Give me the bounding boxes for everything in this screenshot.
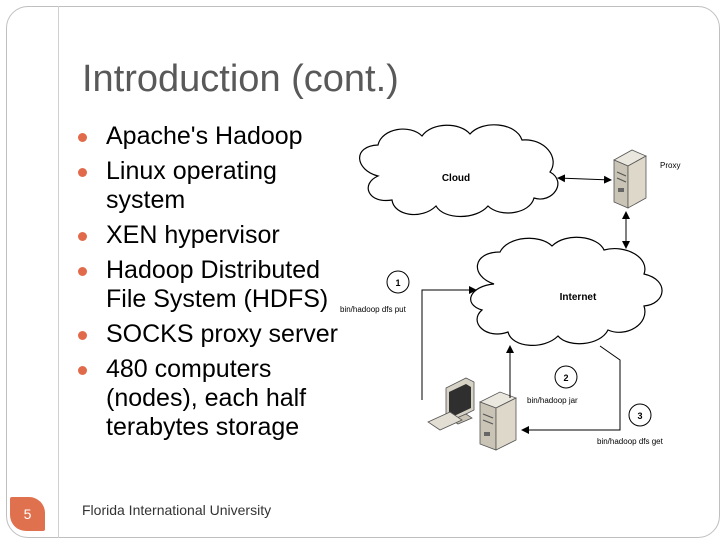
step3-badge bbox=[628, 403, 652, 427]
bullet-dot-icon bbox=[78, 133, 87, 142]
step3-label: bin/hadoop dfs get bbox=[597, 437, 664, 446]
bullet-dot-icon bbox=[78, 232, 87, 241]
step1-arrow bbox=[421, 286, 477, 400]
bullet-dot-icon bbox=[78, 267, 87, 276]
bullet-item: Hadoop Distributed File System (HDFS) bbox=[72, 256, 352, 314]
desktop-tower-icon bbox=[479, 391, 517, 451]
bullet-item: 480 computers (nodes), each half terabyt… bbox=[72, 355, 352, 442]
bullet-dot-icon bbox=[78, 168, 87, 177]
footer-text: Florida International University bbox=[82, 502, 272, 518]
step1-number: 1 bbox=[395, 278, 400, 288]
desktop-monitor-icon bbox=[445, 377, 475, 425]
slide-title: Introduction (cont.) bbox=[82, 58, 399, 100]
left-rule bbox=[58, 6, 59, 538]
step1-badge bbox=[386, 270, 410, 294]
step1-label: bin/hadoop dfs put bbox=[340, 305, 407, 314]
bullet-item: Apache's Hadoop bbox=[72, 122, 352, 151]
cloud-proxy-link bbox=[557, 174, 612, 184]
bullet-item: SOCKS proxy server bbox=[72, 320, 352, 349]
bullet-dot-icon bbox=[78, 331, 87, 340]
step3-arrow bbox=[521, 345, 621, 434]
bullet-item: XEN hypervisor bbox=[72, 221, 352, 250]
proxy-server-icon bbox=[613, 149, 647, 209]
bullet-dot-icon bbox=[78, 366, 87, 375]
internet-shape bbox=[470, 236, 663, 346]
keyboard-icon bbox=[427, 411, 463, 431]
slide-frame bbox=[6, 6, 720, 538]
slide-number: 5 bbox=[10, 497, 45, 531]
step2-label: bin/hadoop jar bbox=[527, 396, 578, 405]
step2-number: 2 bbox=[563, 373, 568, 383]
cloud-label: Cloud bbox=[442, 173, 470, 184]
proxy-label: Proxy bbox=[660, 161, 680, 170]
internet-label: Internet bbox=[560, 292, 597, 303]
bullet-item: Linux operating system bbox=[72, 157, 352, 215]
step2-badge bbox=[554, 365, 578, 389]
cloud-shape bbox=[359, 124, 559, 217]
step3-number: 3 bbox=[637, 411, 642, 421]
bullet-list: Apache's Hadoop Linux operating system X… bbox=[72, 122, 352, 448]
